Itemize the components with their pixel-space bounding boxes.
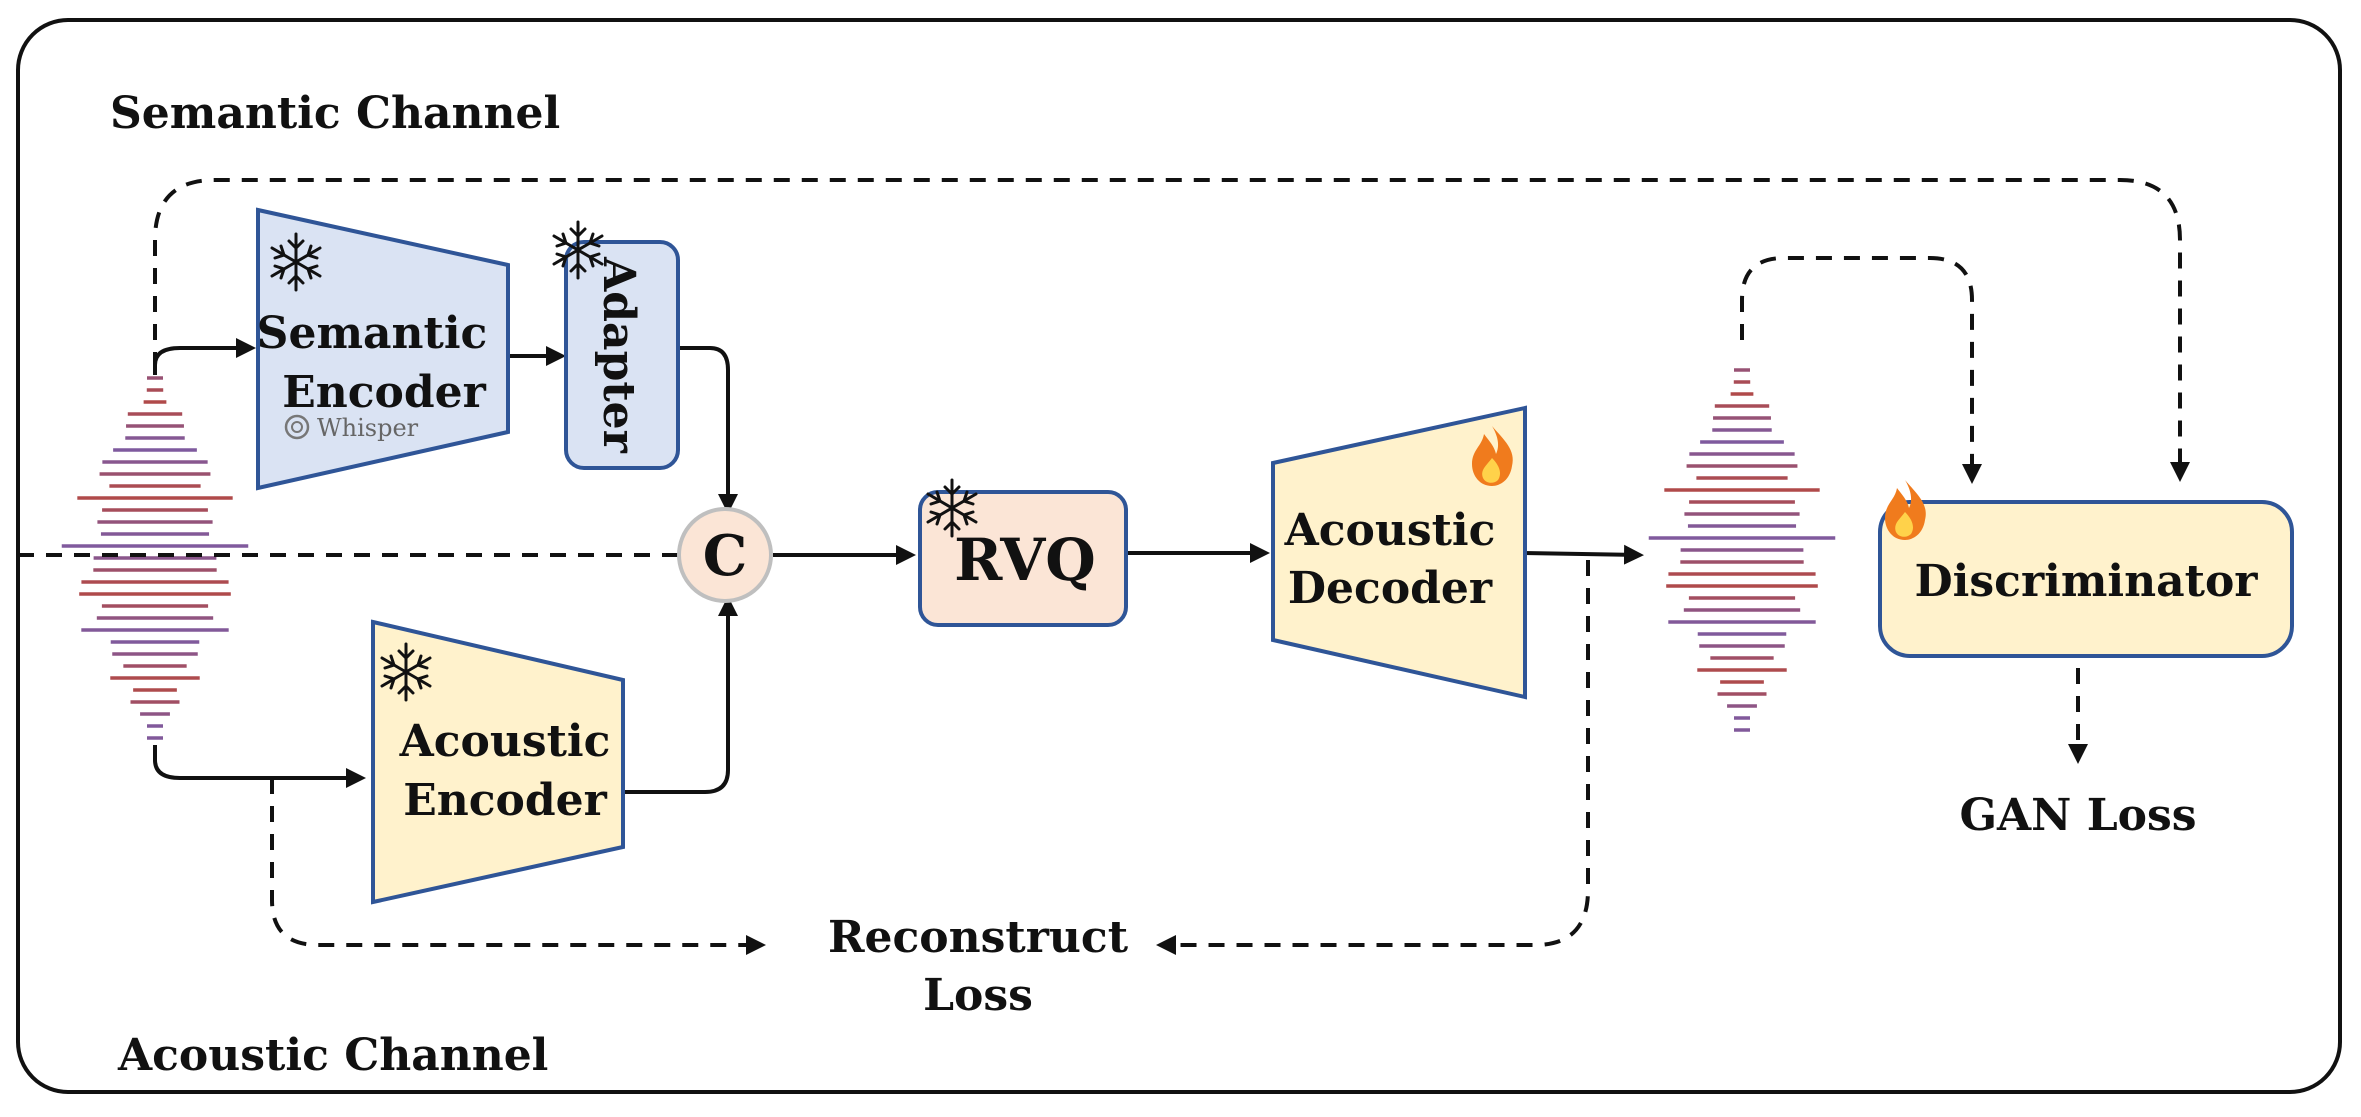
- acoustic-channel-label: Acoustic Channel: [117, 1030, 548, 1081]
- acoustic-decoder-label-1: Acoustic: [1284, 505, 1496, 556]
- reconstruct-loss-label-1: Reconstruct: [828, 912, 1129, 963]
- rvq: RVQ: [918, 478, 1128, 627]
- semantic-encoder-label-1: Semantic: [257, 308, 488, 359]
- reconstruct-loss-label-2: Loss: [923, 970, 1033, 1021]
- adapter-label: Adapter: [593, 256, 644, 453]
- input-to-semantic-encoder: [153, 338, 256, 375]
- whisper-label: Whisper: [317, 414, 419, 442]
- output-to-reconstruct-loss-dashed: [1156, 560, 1590, 955]
- output-to-discriminator-dashed: [1740, 256, 1982, 484]
- discriminator-label: Discriminator: [1915, 556, 2259, 607]
- adapter: Adapter: [552, 220, 680, 470]
- semantic-channel-label: Semantic Channel: [110, 88, 560, 139]
- semantic-encoder-label-2: Encoder: [282, 367, 486, 418]
- input-waveform: [61, 376, 249, 740]
- semantic-encoder: Semantic Encoder Whisper: [256, 207, 510, 491]
- adapter-to-concat: [680, 346, 738, 514]
- rvq-label: RVQ: [954, 526, 1096, 594]
- decoder-to-output: [1521, 544, 1644, 565]
- acoustic-decoder: Acoustic Decoder: [1271, 405, 1527, 700]
- output-waveform: [1648, 368, 1836, 732]
- acoustic-encoder-label-1: Acoustic: [399, 716, 611, 767]
- acoustic-encoder-label-2: Encoder: [403, 775, 607, 826]
- gan-loss-label: GAN Loss: [1959, 790, 2196, 841]
- input-to-discriminator-dashed: [153, 178, 2190, 482]
- input-to-reconstruct-loss-dashed: [270, 778, 766, 955]
- discriminator: Discriminator: [1878, 480, 2294, 658]
- acoustic-decoder-label-2: Decoder: [1288, 563, 1493, 614]
- fire-icon: [1885, 480, 1926, 540]
- concat-node: C: [677, 507, 773, 603]
- whisper-logo-icon: [284, 414, 310, 440]
- concat-label: C: [703, 523, 748, 589]
- input-to-acoustic-encoder: [153, 745, 366, 788]
- acoustic-encoder: Acoustic Encoder: [371, 619, 625, 905]
- acoustic-encoder-to-concat: [622, 596, 738, 794]
